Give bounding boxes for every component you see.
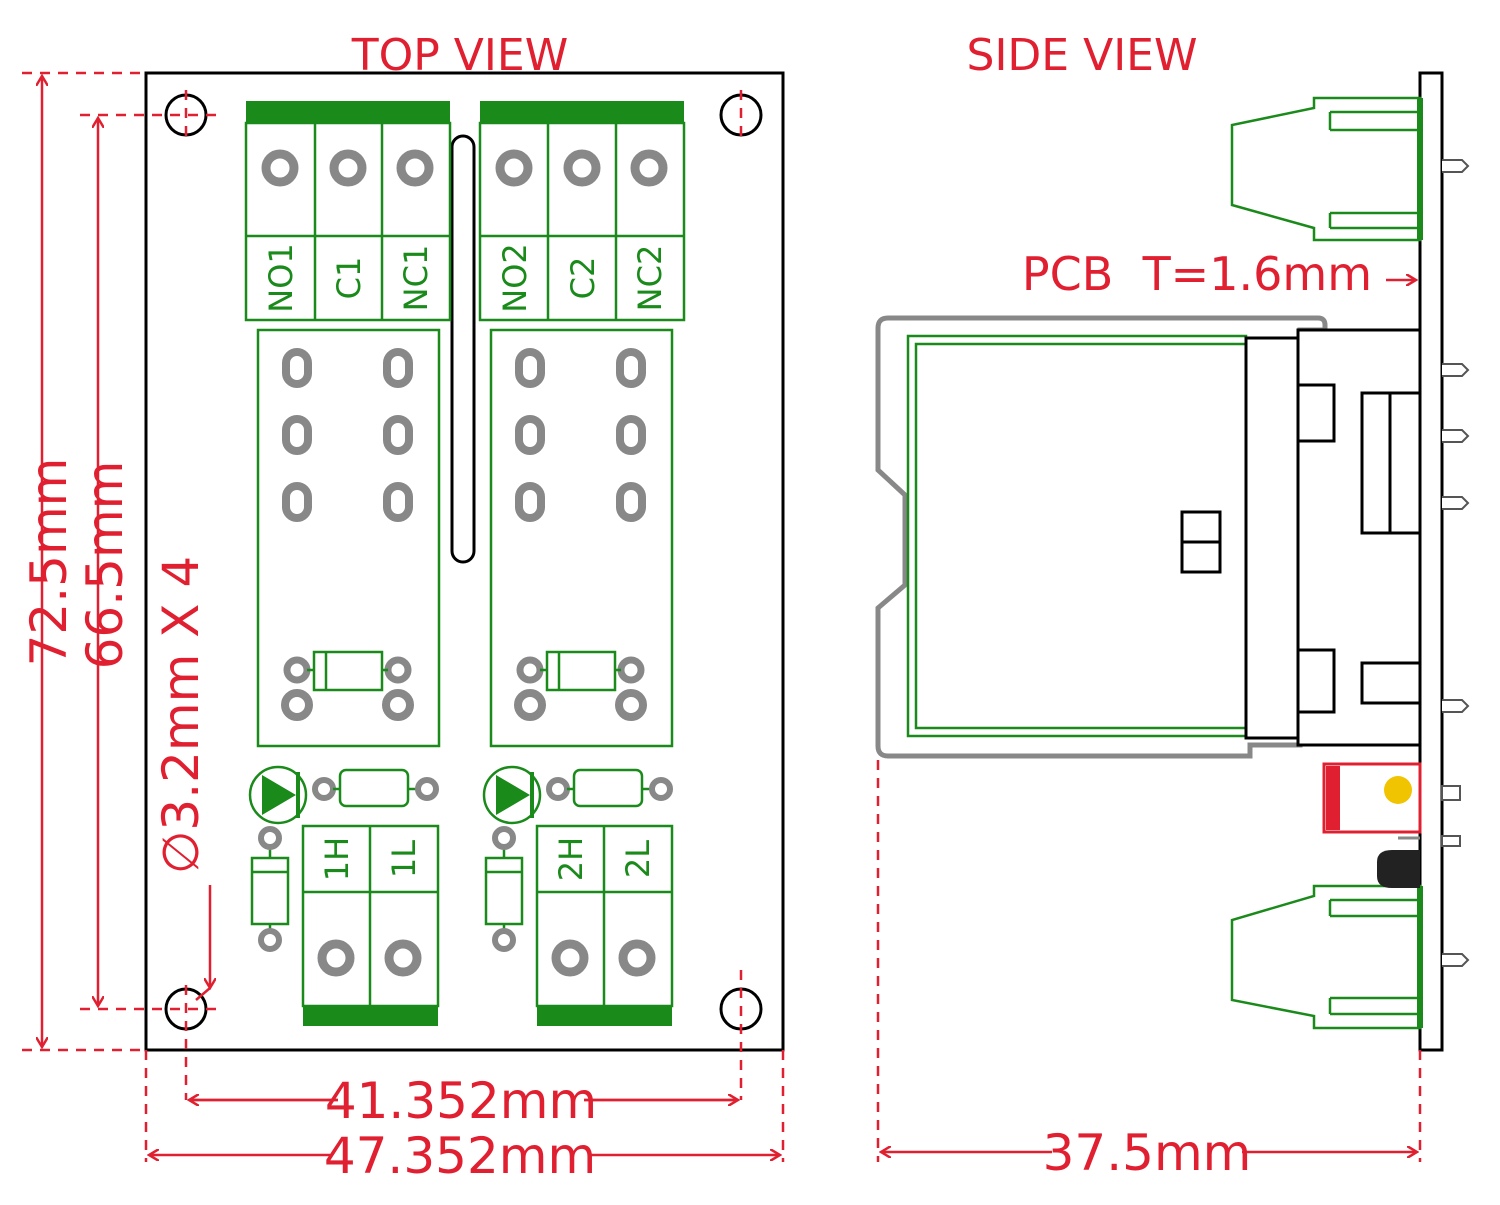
terminal-label-2l: 2L — [619, 840, 657, 878]
dim-hole-pitch-height: 66.5mm — [76, 461, 134, 670]
dim-hole-pitch-width: 41.352mm — [325, 1072, 597, 1130]
isolation-slot — [450, 134, 476, 564]
relay-cover-outline — [875, 315, 1328, 759]
screw-terminals-top — [261, 149, 668, 187]
terminal-label-no1: NO1 — [262, 243, 300, 312]
top-view-dimensions — [22, 71, 785, 1162]
flyback-diode-1 — [283, 650, 412, 692]
flyback-diode-2 — [516, 650, 645, 692]
led-side-body — [1326, 766, 1340, 830]
pcb-edge — [1418, 71, 1444, 1052]
terminal-block-2 — [478, 101, 686, 322]
terminal-label-nc2: NC2 — [631, 245, 669, 312]
status-led-1 — [248, 765, 336, 825]
relay-base — [1244, 336, 1300, 740]
terminal-label-c2: C2 — [564, 257, 602, 300]
input-diode-1 — [250, 826, 290, 952]
terminal-label-c1: C1 — [330, 257, 368, 300]
input-terminal-block-1 — [301, 824, 440, 1026]
socket-tab — [1296, 648, 1336, 714]
terminal-label-nc1: NC1 — [397, 245, 435, 312]
led-lens — [1384, 776, 1412, 804]
relay-1-outline — [256, 328, 441, 748]
terminal-label-1l: 1L — [385, 840, 423, 878]
dim-overall-height: 72.5mm — [20, 458, 78, 667]
dim-hole-diameter: ∅3.2mm X 4 — [152, 556, 210, 874]
terminal-label-no2: NO2 — [496, 243, 534, 312]
terminal-block-1 — [244, 101, 452, 322]
socket-tab — [1296, 383, 1336, 443]
led-resistor-2 — [567, 768, 673, 808]
led-resistor-1 — [333, 768, 439, 808]
dim-overall-width: 47.352mm — [324, 1127, 596, 1185]
screw-terminals-bottom — [317, 939, 656, 977]
dim-pcb-thickness: PCB T=1.6mm — [1022, 247, 1372, 301]
socket-clip — [1360, 661, 1422, 705]
side-terminal-top — [1230, 96, 1423, 242]
input-terminal-block-2 — [535, 824, 674, 1026]
side-view — [875, 71, 1470, 1052]
side-view-dimensions — [876, 280, 1422, 1162]
dim-side-depth: 37.5mm — [1043, 1124, 1252, 1182]
side-terminal-bottom — [1230, 884, 1423, 1030]
side-view-title: SIDE VIEW — [967, 30, 1198, 81]
terminal-label-2h: 2H — [552, 837, 590, 881]
relay-pins — [281, 348, 647, 721]
diode-side — [1377, 850, 1420, 888]
input-diode-2 — [484, 826, 524, 952]
status-led-2 — [482, 765, 570, 825]
top-view-pcb: NO1 C1 NC1 NO2 C2 NC2 — [144, 71, 785, 1052]
through-hole-pins — [1441, 159, 1470, 967]
terminal-label-1h: 1H — [318, 837, 356, 881]
relay-2-outline — [489, 328, 674, 748]
